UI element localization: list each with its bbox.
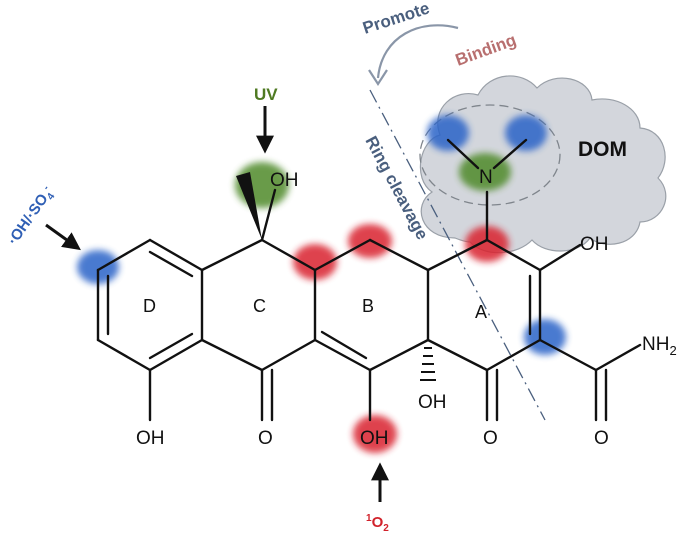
blue-site-n-methyl-right	[505, 115, 547, 151]
promote-label: Promote	[360, 0, 431, 38]
red-site-ring-a	[465, 226, 509, 262]
blue-site-n-methyl-left	[427, 115, 469, 151]
dom-label: DOM	[578, 138, 627, 161]
oh-enol-label: OH	[580, 234, 609, 255]
hash-bond-junction	[420, 347, 436, 381]
singlet-oxygen-label: 1O2	[366, 513, 389, 533]
methyl-wedge	[236, 172, 262, 240]
oh-bottom-left-label: OH	[136, 428, 165, 449]
radicals-superscript: 4	[45, 191, 57, 202]
nh2-subscript: 2	[669, 343, 676, 358]
oh-ring-b-label: OH	[360, 428, 389, 449]
oh-methyl-label: OH	[270, 170, 299, 191]
binding-label: Binding	[453, 30, 519, 69]
radicals-label: ·OH/·SO4-	[4, 183, 59, 250]
red-site-ring-c	[293, 244, 337, 280]
singlet-oxygen-superscript: 1	[366, 513, 372, 524]
dom-cloud	[419, 75, 667, 254]
o-amide-label: O	[594, 428, 609, 449]
dom-binding-site-outline	[419, 104, 561, 206]
ring-b-label: B	[362, 296, 374, 316]
o-ring-a-label: O	[483, 428, 498, 449]
promote-arrow-head	[368, 69, 388, 87]
molecule-bonds	[96, 138, 642, 422]
ring-a-label: A	[475, 302, 487, 322]
red-site-oh	[353, 415, 397, 453]
o-ring-c-label: O	[258, 428, 273, 449]
radicals-superscript-2: -	[41, 183, 52, 192]
ring-d-label: D	[143, 296, 156, 316]
uv-label: UV	[254, 85, 278, 104]
n-label: N	[479, 167, 493, 188]
promote-binding-arrow	[376, 24, 459, 79]
oh-junction-label: OH	[418, 392, 447, 413]
ring-c-label: C	[253, 296, 266, 316]
singlet-oxygen-subscript: 2	[383, 523, 389, 533]
radicals-arrow	[45, 223, 81, 251]
blue-site-amide-carbon	[524, 319, 566, 355]
nh2-label: NH2	[642, 334, 677, 358]
